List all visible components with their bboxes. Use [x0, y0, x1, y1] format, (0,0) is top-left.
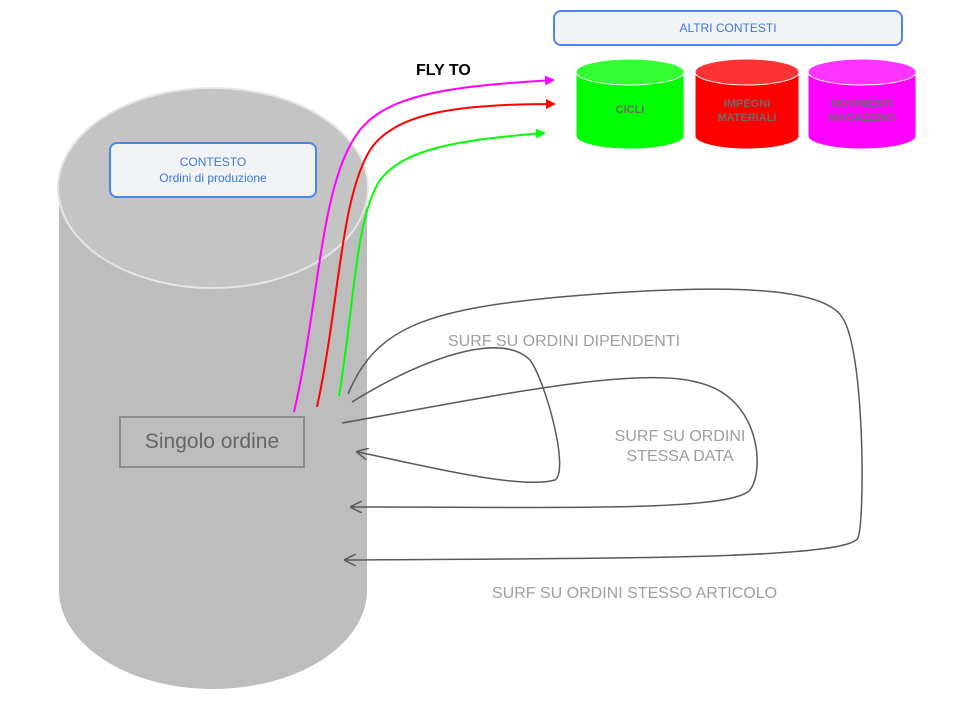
main-context-cylinder [57, 87, 369, 691]
fly-to-arrow-red [316, 99, 556, 408]
context-box-subtitle: Ordini di produzione [159, 171, 267, 185]
surf-label-same-date-line2: STESSA DATA [626, 448, 734, 465]
cylinder-label-cicli: CICLI [615, 104, 645, 116]
cylinder-label-impegni-materiali: IMPEGNI MATERIALI [717, 98, 777, 124]
surf-label-same-article: SURF SU ORDINI STESSO ARTICOLO [492, 585, 778, 602]
cylinder-impegni-materiali [694, 58, 800, 150]
single-order-label: Singolo ordine [144, 430, 280, 453]
surf-arrow-same-date [341, 376, 758, 508]
fly-to-label: FLY TO [416, 62, 471, 79]
other-contexts-title: ALTRI CONTESTI [679, 21, 777, 35]
cylinder-label-movimenti-magazzino: MOVIMENTI MAGAZZINO [828, 98, 896, 124]
surf-label-same-date-line1: SURF SU ORDINI [614, 428, 746, 445]
context-box-title: CONTESTO [179, 155, 247, 169]
single-order-box: Singolo ordine [119, 416, 305, 468]
other-contexts-box: ALTRI CONTESTI [553, 10, 903, 46]
surf-arrow-dependent [351, 347, 561, 483]
cylinder-movimenti-magazzino [807, 58, 917, 150]
surf-label-same-date: SURF SU ORDINI STESSA DATA [590, 427, 770, 467]
surf-arrow-same-article [346, 288, 863, 560]
context-box: CONTESTO Ordini di produzione [109, 142, 317, 198]
surf-label-dependent: SURF SU ORDINI DIPENDENTI [448, 333, 681, 350]
fly-to-arrow-magenta [293, 75, 555, 413]
cylinder-cicli [575, 58, 685, 150]
fly-to-arrow-green [338, 128, 546, 397]
